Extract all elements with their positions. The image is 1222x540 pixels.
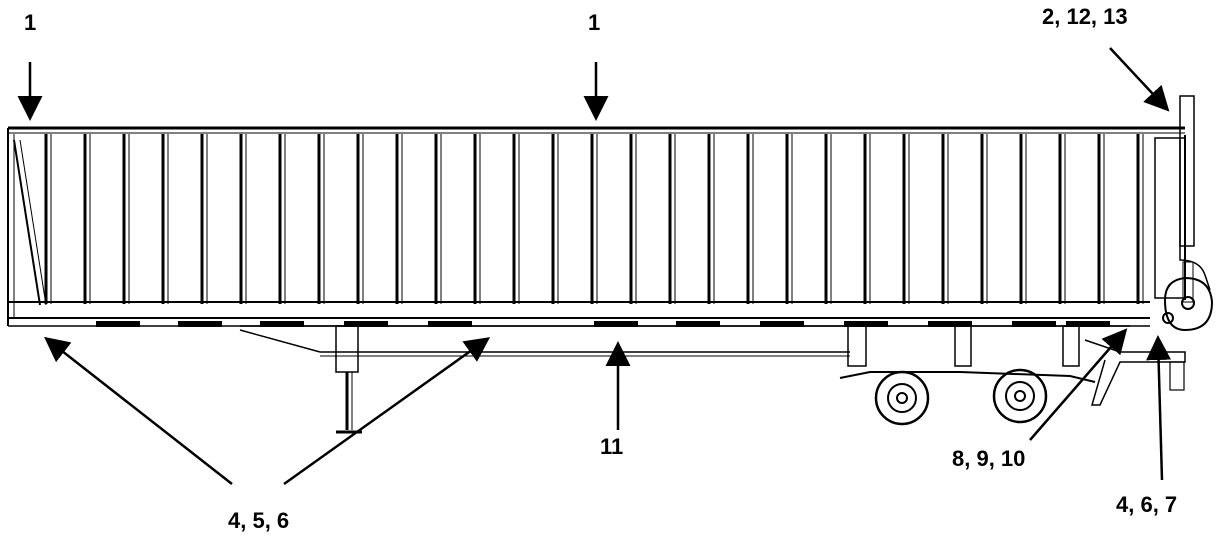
callout-label-11: 11 <box>600 434 623 459</box>
callout-arrows <box>17 47 1172 486</box>
arrow-c4-left <box>44 336 233 485</box>
trailer-drawing <box>7 95 1214 434</box>
callout-label-2-12-13: 2, 12, 13 <box>1042 4 1128 29</box>
callout-label-4-5-6: 4, 5, 6 <box>228 508 289 533</box>
callout-label-4-6-7: 4, 6, 7 <box>1116 492 1177 517</box>
callout-label-8-9-10: 8, 9, 10 <box>952 446 1025 471</box>
arrow-c6 <box>1146 335 1172 481</box>
side-stakes <box>44 134 1144 304</box>
cross-member-blocks <box>96 321 1110 327</box>
callout-label-1-center: 1 <box>588 10 600 35</box>
arrow-c4-right <box>283 337 491 486</box>
callout-label-1-left: 1 <box>24 10 36 35</box>
arrow-c5 <box>1029 328 1128 441</box>
arrow-c2 <box>1109 47 1170 112</box>
